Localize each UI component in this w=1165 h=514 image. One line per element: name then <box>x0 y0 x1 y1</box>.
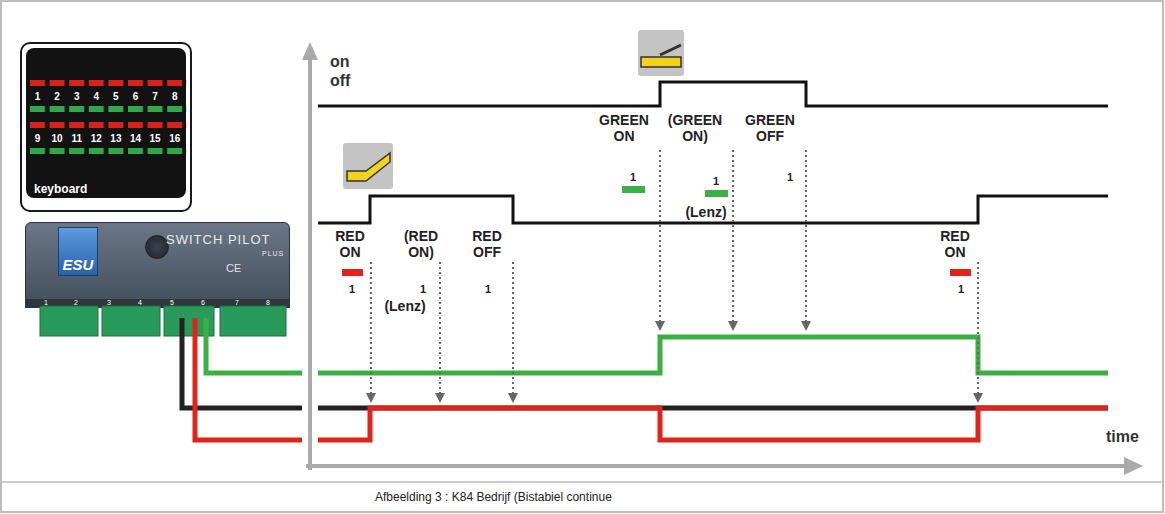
event-label: (GREEN ON) <box>668 112 722 144</box>
axis-label: on <box>330 53 350 71</box>
axis-arrow <box>302 42 318 60</box>
key-number: 1 <box>35 91 41 102</box>
key-number: 4 <box>94 91 100 102</box>
red-key-mark <box>950 269 971 276</box>
green-key-mark <box>622 186 645 193</box>
trigger-arrow <box>439 262 441 402</box>
terminal-number: 4 <box>138 299 142 307</box>
green-keys-row-1 <box>30 106 187 112</box>
system-note: (Lenz) <box>685 204 726 220</box>
terminal-number: 1 <box>44 299 48 307</box>
red-output <box>318 408 1108 440</box>
logo-text: ESU <box>59 256 97 273</box>
keyboard-panel <box>26 48 186 198</box>
terminal-number: 5 <box>170 299 174 307</box>
key-number: 7 <box>152 91 158 102</box>
key-number: 1 <box>958 283 964 295</box>
green-key-mark <box>705 190 728 197</box>
key-number: 1 <box>349 283 355 295</box>
terminal-block <box>220 306 286 336</box>
axis-arrow <box>1124 457 1143 475</box>
key-number: 14 <box>130 133 141 144</box>
event-label: GREEN OFF <box>745 112 795 144</box>
terminal-number: 2 <box>74 299 78 307</box>
green-wire <box>206 318 302 373</box>
green-keys-row-2 <box>30 148 187 154</box>
key-number: 1 <box>630 171 636 183</box>
certification-mark: CE <box>226 262 241 274</box>
green-key-signal <box>318 82 1108 106</box>
event-label: RED ON <box>940 228 970 260</box>
event-label: RED ON <box>335 228 365 260</box>
push-button <box>145 235 169 259</box>
terminal-number: 6 <box>201 299 205 307</box>
product-name: SWITCH PILOT <box>166 232 270 247</box>
trigger-arrow <box>512 262 514 402</box>
brand-logo: ESU <box>58 227 98 276</box>
event-label: RED OFF <box>472 228 502 260</box>
trigger-arrows <box>371 150 978 402</box>
trigger-arrow <box>977 262 979 402</box>
turnout-branch <box>660 45 681 55</box>
red-key-mark <box>342 269 363 276</box>
trigger-arrow <box>659 150 661 330</box>
black-wire <box>182 318 302 408</box>
key-number: 12 <box>91 133 102 144</box>
terminal-block <box>40 306 98 336</box>
trigger-arrow <box>805 150 807 330</box>
keyboard-panel: keyboard <box>20 42 192 212</box>
key-number: 1 <box>713 175 719 187</box>
keyboard-ground <box>21 43 191 211</box>
panel-label: keyboard <box>34 182 87 196</box>
axis-label: off <box>330 72 350 90</box>
key-number: 11 <box>71 133 82 144</box>
red-keys-row-2 <box>30 122 187 128</box>
key-number: 8 <box>172 91 178 102</box>
key-number: 5 <box>113 91 119 102</box>
key-number: 6 <box>133 91 139 102</box>
red-wire <box>195 318 302 440</box>
key-number: 3 <box>74 91 80 102</box>
event-label: (RED ON) <box>404 228 438 260</box>
green-output <box>318 337 1108 373</box>
terminal-number: 3 <box>107 299 111 307</box>
caption-separator <box>1 481 1163 483</box>
axis-label: time <box>1106 428 1139 446</box>
trigger-arrow <box>732 150 734 330</box>
vertical-axis <box>308 58 312 470</box>
key-number: 16 <box>169 133 180 144</box>
turnout-track <box>641 57 681 67</box>
key-number: 1 <box>420 283 426 295</box>
trigger-arrow <box>370 262 372 402</box>
key-number: 1 <box>787 171 793 183</box>
turnout-track <box>347 153 390 181</box>
terminal-number: 7 <box>235 299 239 307</box>
product-variant: PLUS <box>262 250 284 258</box>
red-key-signal <box>318 196 1108 223</box>
event-label: GREEN ON <box>599 112 649 144</box>
turnout-icon <box>638 30 684 76</box>
time-axis <box>306 464 1126 468</box>
key-number: 9 <box>35 133 41 144</box>
device-housing: SWITCH PILOT PLUS ESU <box>25 222 290 300</box>
key-number: 1 <box>485 283 491 295</box>
turnout-icon <box>343 143 393 189</box>
terminal-number: 8 <box>266 299 270 307</box>
key-number: 2 <box>54 91 60 102</box>
key-number: 15 <box>150 133 161 144</box>
terminal-block <box>102 306 160 336</box>
system-note: (Lenz) <box>384 298 425 314</box>
key-number: 13 <box>110 133 121 144</box>
key-number: 10 <box>52 133 63 144</box>
red-keys-row-1 <box>30 80 187 86</box>
figure-caption: Afbeelding 3 : K84 Bedrijf (Bistabiel co… <box>375 490 612 504</box>
